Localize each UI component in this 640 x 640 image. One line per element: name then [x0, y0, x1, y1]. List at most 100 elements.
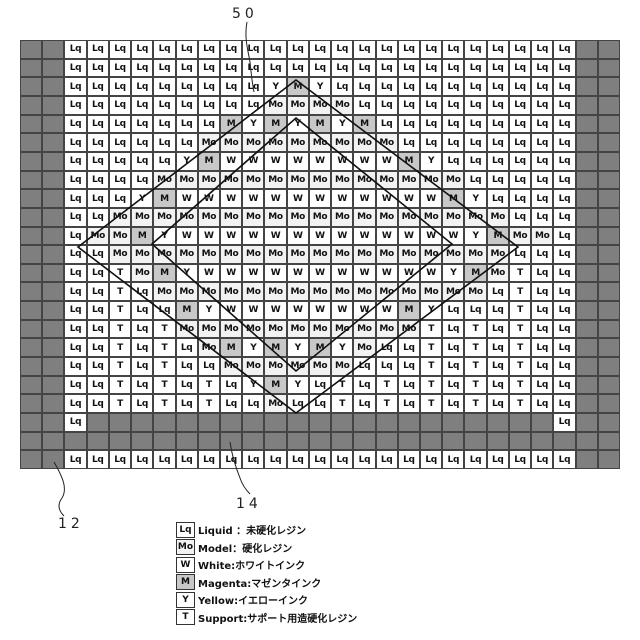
grid-cell-lq: Lq [131, 59, 153, 78]
grid-cell-empty [42, 115, 64, 134]
grid-cell-mo: Mo [242, 357, 264, 376]
grid-cell-lq: Lq [198, 96, 220, 115]
grid-cell-lq: Lq [398, 77, 420, 96]
grid-cell-empty [576, 208, 598, 227]
grid-cell-empty [598, 152, 620, 171]
grid-cell-lq: Lq [531, 189, 553, 208]
grid-cell-empty [464, 413, 486, 432]
grid-cell-lq: Lq [131, 320, 153, 339]
grid-cell-lq: Lq [531, 171, 553, 190]
grid-cell-lq: Lq [553, 338, 575, 357]
grid-cell-lq: Lq [464, 450, 486, 469]
grid-cell-mo: Mo [220, 357, 242, 376]
grid-cell-mo: Mo [287, 320, 309, 339]
grid-cell-w: W [309, 301, 331, 320]
grid-cell-lq: Lq [87, 245, 109, 264]
grid-cell-lq: Lq [464, 96, 486, 115]
grid-cell-lq: Lq [176, 376, 198, 395]
grid-cell-lq: Lq [398, 133, 420, 152]
grid-cell-lq: Lq [131, 376, 153, 395]
grid-cell-w: W [220, 264, 242, 283]
legend-row: WWhite:ホワイトインク [176, 556, 357, 574]
grid-cell-lq: Lq [398, 376, 420, 395]
grid-cell-t: T [420, 357, 442, 376]
grid-cell-lq: Lq [87, 115, 109, 134]
grid-cell-t: T [376, 376, 398, 395]
grid-cell-m: M [176, 301, 198, 320]
grid-cell-lq: Lq [87, 338, 109, 357]
grid-cell-lq: Lq [198, 59, 220, 78]
grid-cell-lq: Lq [398, 338, 420, 357]
grid-cell-lq: Lq [531, 301, 553, 320]
grid-cell-empty [598, 357, 620, 376]
grid-cell-lq: Lq [420, 59, 442, 78]
grid-cell-w: W [287, 152, 309, 171]
grid-cell-t: T [509, 357, 531, 376]
grid-cell-lq: Lq [553, 450, 575, 469]
grid-cell-lq: Lq [420, 133, 442, 152]
grid-cell-mo: Mo [353, 245, 375, 264]
legend-label: Magenta:マゼンタインク [198, 575, 321, 590]
grid-cell-lq: Lq [353, 77, 375, 96]
grid-cell-lq: Lq [176, 450, 198, 469]
grid-cell-lq: Lq [553, 208, 575, 227]
grid-cell-empty [109, 432, 131, 451]
grid-cell-empty [20, 394, 42, 413]
grid-cell-empty [576, 413, 598, 432]
grid-cell-lq: Lq [64, 376, 86, 395]
grid-cell-empty [376, 413, 398, 432]
grid-cell-lq: Lq [309, 40, 331, 59]
grid-cell-empty [42, 245, 64, 264]
grid-cell-empty [598, 245, 620, 264]
grid-cell-empty [20, 115, 42, 134]
grid-cell-lq: Lq [131, 115, 153, 134]
grid-cell-mo: Mo [376, 282, 398, 301]
grid-cell-empty [464, 432, 486, 451]
grid-cell-lq: Lq [464, 59, 486, 78]
grid-cell-lq: Lq [376, 77, 398, 96]
grid-cell-y: Y [287, 338, 309, 357]
grid-cell-lq: Lq [153, 133, 175, 152]
grid-cell-w: W [287, 264, 309, 283]
grid-cell-w: W [376, 301, 398, 320]
grid-cell-lq: Lq [176, 338, 198, 357]
grid-cell-mo: Mo [353, 282, 375, 301]
grid-cell-lq: Lq [198, 357, 220, 376]
grid-cell-lq: Lq [64, 320, 86, 339]
grid-cell-lq: Lq [287, 40, 309, 59]
grid-cell-lq: Lq [64, 77, 86, 96]
grid-cell-lq: Lq [153, 301, 175, 320]
grid-cell-lq: Lq [109, 152, 131, 171]
grid-cell-empty [598, 227, 620, 246]
grid-cell-mo: Mo [220, 171, 242, 190]
grid-cell-mo: Mo [353, 133, 375, 152]
grid-cell-w: W [220, 227, 242, 246]
grid-cell-t: T [109, 376, 131, 395]
grid-cell-mo: Mo [487, 208, 509, 227]
grid-cell-y: Y [331, 115, 353, 134]
grid-cell-m: M [131, 227, 153, 246]
grid-cell-mo: Mo [398, 282, 420, 301]
grid-cell-mo: Mo [353, 171, 375, 190]
grid-cell-mo: Mo [242, 282, 264, 301]
grid-cell-w: W [287, 227, 309, 246]
grid-cell-empty [20, 152, 42, 171]
grid-cell-lq: Lq [64, 301, 86, 320]
grid-cell-mo: Mo [109, 208, 131, 227]
grid-cell-empty [331, 432, 353, 451]
reference-label-50: 50 [232, 6, 258, 22]
grid-cell-m: M [198, 152, 220, 171]
grid-cell-lq: Lq [176, 40, 198, 59]
grid-cell-empty [598, 432, 620, 451]
grid-cell-empty [42, 264, 64, 283]
grid-cell-y: Y [287, 376, 309, 395]
grid-cell-empty [20, 301, 42, 320]
grid-cell-mo: Mo [331, 282, 353, 301]
grid-cell-m: M [264, 115, 286, 134]
grid-cell-empty [20, 40, 42, 59]
grid-cell-empty [353, 413, 375, 432]
grid-cell-mo: Mo [153, 282, 175, 301]
grid-cell-empty [576, 40, 598, 59]
grid-cell-empty [576, 189, 598, 208]
grid-cell-empty [442, 413, 464, 432]
